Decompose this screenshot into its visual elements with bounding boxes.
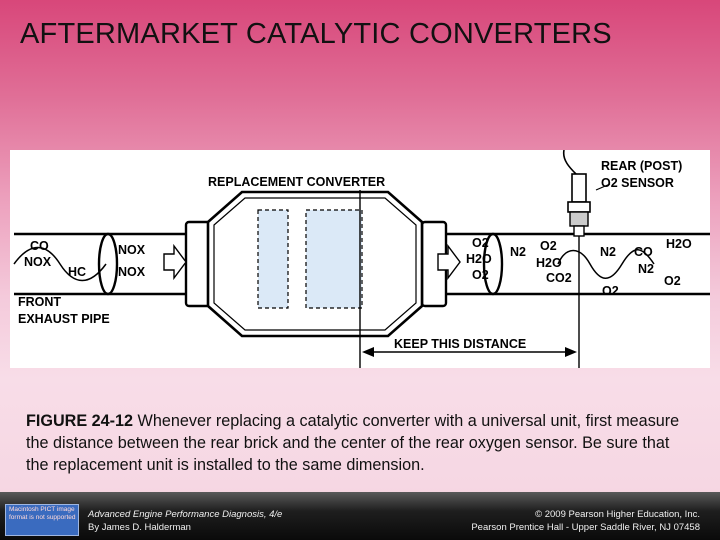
exit-gas-o2: O2 bbox=[472, 236, 489, 250]
publisher: Pearson Prentice Hall - Upper Saddle Riv… bbox=[471, 522, 700, 533]
exhaust-pipe bbox=[14, 232, 710, 296]
front-pipe-label-line1: FRONT bbox=[18, 295, 61, 309]
placeholder-text: Macintosh PICT image format is not suppo… bbox=[9, 506, 76, 521]
gas-flow-lines bbox=[13, 246, 655, 282]
downstream-gas-o2: O2 bbox=[540, 239, 557, 253]
unsupported-image-placeholder: Macintosh PICT image format is not suppo… bbox=[5, 504, 79, 536]
downstream-gas-o2-3: O2 bbox=[602, 284, 619, 298]
figure-id: FIGURE 24-12 bbox=[26, 412, 134, 430]
exit-gas-o2-2: O2 bbox=[472, 268, 489, 282]
copyright: © 2009 Pearson Higher Education, Inc. bbox=[535, 509, 700, 520]
keep-distance-label: KEEP THIS DISTANCE bbox=[394, 337, 526, 351]
replacement-converter-label: REPLACEMENT CONVERTER bbox=[208, 175, 385, 189]
author: By James D. Halderman bbox=[88, 522, 191, 533]
inlet-gas-nox: NOX bbox=[24, 255, 52, 269]
entry-gas-nox-2: NOX bbox=[118, 265, 146, 279]
rear-brick bbox=[305, 209, 363, 309]
downstream-gas-h2o: H2O bbox=[536, 256, 562, 270]
distance-dimension bbox=[362, 347, 577, 357]
flow-arrows bbox=[163, 243, 461, 281]
exit-gas-h2o: H2O bbox=[466, 252, 492, 266]
downstream-gas-co2: CO2 bbox=[546, 271, 572, 285]
sensor-label-line1: REAR (POST) bbox=[601, 159, 682, 173]
sensor-label-line2: O2 SENSOR bbox=[601, 176, 674, 190]
slide-footer: Macintosh PICT image format is not suppo… bbox=[0, 492, 720, 540]
figure-caption: FIGURE 24-12 Whenever replacing a cataly… bbox=[26, 410, 696, 476]
book-credit: Advanced Engine Performance Diagnosis, 4… bbox=[88, 508, 282, 534]
downstream-gas-co: CO bbox=[634, 245, 653, 259]
slide-title: AFTERMARKET CATALYTIC CONVERTERS bbox=[20, 18, 612, 50]
downstream-gas-o2-2: O2 bbox=[664, 274, 681, 288]
downstream-gas-n2-2: N2 bbox=[600, 245, 616, 259]
inlet-gas-hc: HC bbox=[68, 265, 86, 279]
converter-diagram: REPLACEMENT CONVERTER REAR (POST) O2 SEN… bbox=[10, 150, 710, 368]
downstream-gas-n2-3: N2 bbox=[638, 262, 654, 276]
entry-gas-nox-1: NOX bbox=[118, 243, 146, 257]
caption-text: Whenever replacing a catalytic converter… bbox=[26, 412, 680, 474]
inlet-gas-co: CO bbox=[30, 239, 49, 253]
front-brick bbox=[257, 209, 289, 309]
publisher-credit: © 2009 Pearson Higher Education, Inc. Pe… bbox=[471, 508, 700, 534]
downstream-gas-h2o-2: H2O bbox=[666, 237, 692, 251]
front-pipe-label-line2: EXHAUST PIPE bbox=[18, 312, 110, 326]
downstream-gas-n2: N2 bbox=[510, 245, 526, 259]
replacement-converter bbox=[184, 190, 448, 368]
book-title: Advanced Engine Performance Diagnosis, 4… bbox=[88, 509, 283, 520]
o2-sensor-icon bbox=[562, 150, 611, 368]
